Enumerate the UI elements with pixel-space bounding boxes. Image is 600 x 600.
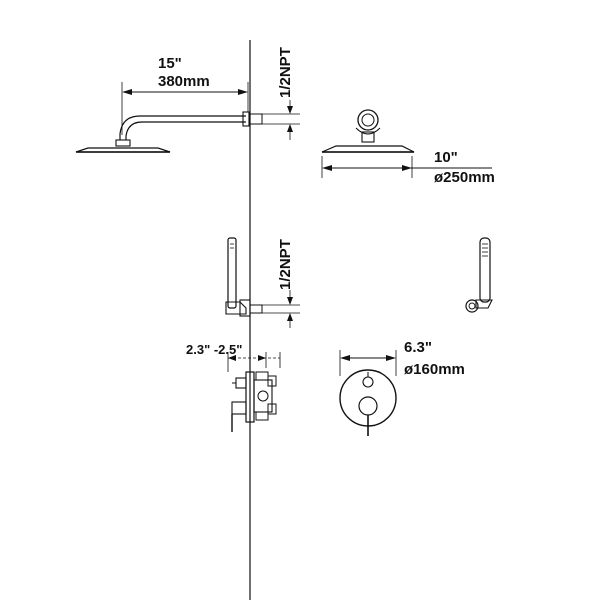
npt-hand-arrow-2 <box>287 313 293 321</box>
arm-end-inner-circle <box>361 113 375 127</box>
diverter-knob-front <box>362 376 374 388</box>
hand-thread-label: 1/2NPT <box>277 239 294 290</box>
arm-top-edge <box>119 115 246 140</box>
head-dim-arrow-left <box>322 165 332 171</box>
npt-hand-arrow-1 <box>287 297 293 305</box>
valve-front-view: 6.3" ø160mm <box>339 339 465 436</box>
head-plate-front <box>321 145 415 153</box>
valve-dim-arrow-right <box>386 355 396 361</box>
valve-depth-label: 2.3" -2.5" <box>186 342 242 357</box>
valve-depth-arrow-left <box>228 355 236 361</box>
valve-top-port <box>255 371 269 381</box>
npt-top-arrow-2 <box>287 124 293 132</box>
valve-dim-arrow-left <box>340 355 350 361</box>
swivel-ball <box>361 131 375 143</box>
arm-length-mm: 380mm <box>158 73 210 90</box>
hand-shower-side-view: 1/2NPT <box>225 237 300 328</box>
shower-head-front-view: 10" ø250mm <box>321 109 495 186</box>
head-diameter-mm: ø250mm <box>434 169 495 186</box>
head-connector <box>115 139 131 147</box>
valve-port-circle <box>257 390 269 402</box>
head-dim-arrow-right <box>402 165 412 171</box>
valve-side-view: 2.3" -2.5" <box>186 342 281 432</box>
arm-bottom-edge <box>125 121 246 140</box>
valve-diameter-mm: ø160mm <box>404 361 465 378</box>
arm-length-inch: 15" <box>158 55 182 72</box>
valve-inlet-bottom <box>267 403 277 415</box>
arm-thread-label: 1/2NPT <box>277 47 294 98</box>
diverter-knob <box>235 377 247 389</box>
arm-end-circle <box>357 109 379 131</box>
handset-body <box>227 237 237 309</box>
valve-diameter-inch: 6.3" <box>404 339 432 356</box>
arm-thread-stub <box>249 113 263 125</box>
valve-inlet-top <box>267 375 277 387</box>
outlet-front-inner <box>468 302 476 310</box>
outlet-front-circle <box>465 299 479 313</box>
swivel-neck <box>355 127 381 135</box>
handle-base-front <box>358 396 378 416</box>
valve-depth-arrow-right <box>258 355 266 361</box>
arm-wall-flange <box>242 111 250 127</box>
npt-top-arrow-1 <box>287 106 293 114</box>
head-diameter-inch: 10" <box>434 149 458 166</box>
holder-front <box>475 299 493 309</box>
handset-front-body <box>479 237 491 303</box>
dim-arrow-left <box>122 89 132 95</box>
valve-bottom-port <box>255 411 269 421</box>
hand-shower-front-view <box>465 237 493 313</box>
hand-holder <box>225 301 247 315</box>
valve-handle-base <box>231 401 247 415</box>
dim-arrow-right <box>238 89 248 95</box>
valve-body <box>253 379 273 413</box>
hand-thread-stub <box>249 304 263 314</box>
shower-arm-side-view: 15" 380mm 1/2NPT <box>75 47 300 153</box>
